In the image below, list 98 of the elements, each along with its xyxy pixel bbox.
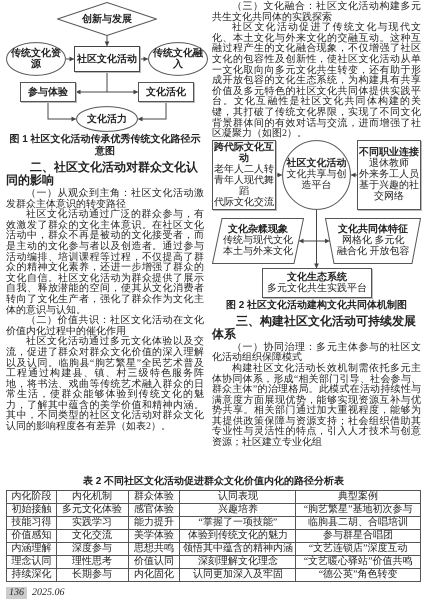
table-cell: 内化固化 — [128, 568, 180, 582]
node-title: 文化活力 — [87, 114, 127, 124]
node-text: 多元文化共生实践平台 — [267, 282, 367, 294]
table-cell: 兴趣培养 — [180, 504, 296, 516]
figure-caption: 图 2 社区文化活动建构文化共同体机制图 — [224, 300, 408, 312]
table-header-cell: 群众体验 — [128, 490, 180, 504]
paragraph: 社区文化活动通过多元文化体验以及交流，促进了群众对群众文化价值的深入理解以及认同。临朐县“朐艺繁星”全民艺术普及工程通过构建县、镇、村三级特色服务阵地，将书法、戏曲等传统艺术融入群众的日常生活，使群众能够体验到传统文化的魅力，了解其中蕴含的美学价值和精神内涵。其中，不同类型的社区文化活动对群众文化认同的影响程度各有差异（如表2）。 — [6, 337, 204, 433]
table-cell: “文艺连锁店”深度互动 — [296, 542, 420, 556]
node-title: 传统文化资源 — [10, 48, 62, 70]
table-cell: 长期参与 — [56, 568, 128, 582]
trapezoid-node — [325, 218, 421, 264]
paragraph: 构建社区文化活动长效机制需依托多元主体协同体系，形成“相关部门引导、社会参与、群众主体”的治理格局。此模式在活动持续性与满意度方面展现优势，能够实现资源互补与优势共享。相关部门通过加大重视程度，能够为其提供政策保障与资源支持；社会组织借助其专业性与灵活性的特点，引入人才技术与创意资源；社区建立专业化组 — [212, 364, 421, 449]
table-cell: “文艺暖心驿站”价值共鸣 — [296, 556, 420, 568]
table-cell: 理念认同 — [6, 556, 56, 568]
table-cell: 体验到传统文化的魅力 — [180, 530, 296, 542]
table-cell: 持续深化 — [6, 568, 56, 582]
table-cell: “德公英”角色转变 — [296, 568, 420, 582]
node-title: 文化杂糅现象 — [228, 224, 288, 236]
arrow — [314, 209, 319, 268]
table-cell: 价值感知 — [6, 530, 56, 542]
process-box — [138, 82, 194, 102]
table-cell: 技能习得 — [6, 516, 56, 530]
process-box — [262, 268, 372, 298]
section-heading: 三、构建社区文化活动可持续发展体系 — [212, 314, 417, 341]
node-text: 代际文化交流 — [214, 196, 274, 208]
subheading: （一）协同治理：多元主体参与的社区文化活动组织保障模式 — [212, 342, 421, 364]
table-cell: 美学体验 — [128, 530, 180, 542]
node-title: 文化活化 — [146, 86, 186, 98]
arrow — [104, 36, 110, 46]
page-number: 136 — [6, 587, 27, 599]
process-box — [212, 140, 276, 210]
arrow — [140, 56, 148, 62]
node-text: 传统与现代文化 — [223, 235, 293, 246]
paragraph: 社区文化活动通过广泛的群众参与，有效激发了群众的文化主体意识。在社区文化活动中，群众不再是被动的文化接受者，而是主动的文化参与者以及创造者。通过参与活动编排、培训课程等过程，不仅提高了群众的精神文化素养，还进一步增强了群众的文化自信。社区文化活动为群众提供了展示自我、释放潜能的空间，使其从文化消费者转向了文化生产者，强化了群众作为文化主体的意识与认知。 — [6, 210, 204, 316]
table-cell: 能力提升 — [128, 516, 180, 530]
table-cell: 初始接触 — [6, 504, 56, 516]
paragraph: 社区文化活动促进了传统文化与现代文化、本土文化与外来文化的交融互动。这种互融过程产生的文化融合现象，不仅增强了社区文化的包容性及创新性，使社区文化活动从单一文化取向向多元文化共生转变，还有助于形成开放包容的文化生态系统，为构建具有共享价值及多元特色的社区文化共同体提供实践平台。文化互融性是社区文化共同体构建的关键，其打破了传统文化界限，实现了不同文化背景群体间的有效对话与交流，进而增强了社区凝聚力（如图2）。 — [212, 23, 421, 140]
table-header-cell: 内化阶段 — [6, 490, 56, 504]
node-title: 社区文化活动 — [77, 54, 137, 64]
node-text: 网格化 多元化 — [342, 235, 404, 246]
subheading: （一）从观众到主角：社区文化活动激发群众主体意识的转变路径 — [6, 189, 204, 210]
node-title: 社区文化活动 — [286, 158, 346, 170]
arrow — [48, 102, 76, 122]
ellipse-node — [148, 42, 208, 76]
table-header-cell: 内化机制 — [56, 490, 128, 504]
parallelogram-node — [212, 218, 304, 264]
section-heading: 二、社区文化活动对群众文化认同的影响 — [6, 161, 199, 187]
node-text: 融合化 开放包容 — [336, 246, 410, 258]
table-cell: 感官体验 — [128, 504, 180, 516]
table-cell: 文化交流 — [56, 530, 128, 542]
node-text: 本土与外来文化 — [223, 246, 293, 258]
table-cell: “朐艺繁星”基地初次参与 — [296, 504, 420, 516]
ellipse-node — [76, 106, 138, 132]
table-cell: 临朐县二胡、合唱培训 — [296, 516, 420, 530]
table-cell: 认同更加深入及牢固 — [180, 568, 296, 582]
table-caption: 表 2 不同社区文化活动促进群众文化价值内化的路径分析表 — [82, 476, 346, 488]
table-header-cell: 典型案例 — [296, 490, 420, 504]
node-title: 文化生态系统 — [287, 272, 347, 283]
subheading: （三）文化融合：社区文化活动构建多元共生文化共同体的实践探索 — [212, 2, 421, 23]
subheading: （二）价值共识：社区文化活动在文化价值内化过程中的催化作用 — [6, 316, 204, 337]
node-title: 不同职业连接 — [359, 147, 419, 158]
table-cell: 实践学习 — [56, 516, 128, 530]
table-cell: 思想共鸣 — [128, 542, 180, 556]
decision-diamond — [57, 2, 157, 36]
table-cell: 深刻理解文化理念 — [180, 556, 296, 568]
node-text: 文化共享与创造平台 — [286, 169, 347, 192]
table-cell: 领悟其中蕴含的精神内涵 — [180, 542, 296, 556]
table-cell: 内涵理解 — [6, 542, 56, 556]
figure-caption: 图 1 社区文化活动传承优秀传统文化路径示意图 — [8, 134, 202, 158]
table-cell: “掌握了一项技能” — [180, 516, 296, 530]
process-box — [74, 46, 140, 72]
arrow — [276, 172, 282, 178]
process-box — [20, 82, 76, 102]
node-text: 老年人二人转 — [214, 164, 274, 175]
node-title: 跨代际文化互动 — [214, 142, 274, 164]
arrow — [350, 172, 358, 178]
node-title: 文化共同体特征 — [338, 224, 408, 236]
node-text: 青年人现代舞蹈 — [214, 174, 274, 197]
node-title: 传统文化融入 — [152, 48, 204, 70]
table-cell: 参与群星合唱团 — [296, 530, 420, 542]
process-box — [357, 140, 421, 210]
ellipse-node — [6, 42, 66, 76]
arrow — [138, 102, 166, 122]
table-cell: 多元文化体验 — [56, 504, 128, 516]
table-cell: 价值认同 — [128, 556, 180, 568]
node-title: 参与体验 — [28, 86, 68, 98]
ellipse-node — [282, 140, 351, 210]
table-cell: 理性思考 — [56, 556, 128, 568]
table-cell: 深度参与 — [56, 542, 128, 556]
node-text: 基于兴趣的社交网络 — [359, 180, 419, 202]
issue-date: 2025.06 — [32, 587, 64, 599]
table-header-cell: 认同表现 — [180, 490, 296, 504]
node-text: 外来务工人员 — [359, 169, 419, 180]
arrow — [298, 238, 330, 244]
node-title: 创新与发展 — [82, 14, 132, 24]
node-text: 退休教师 — [369, 158, 409, 170]
arrow — [66, 56, 74, 62]
arrow — [106, 72, 138, 94]
